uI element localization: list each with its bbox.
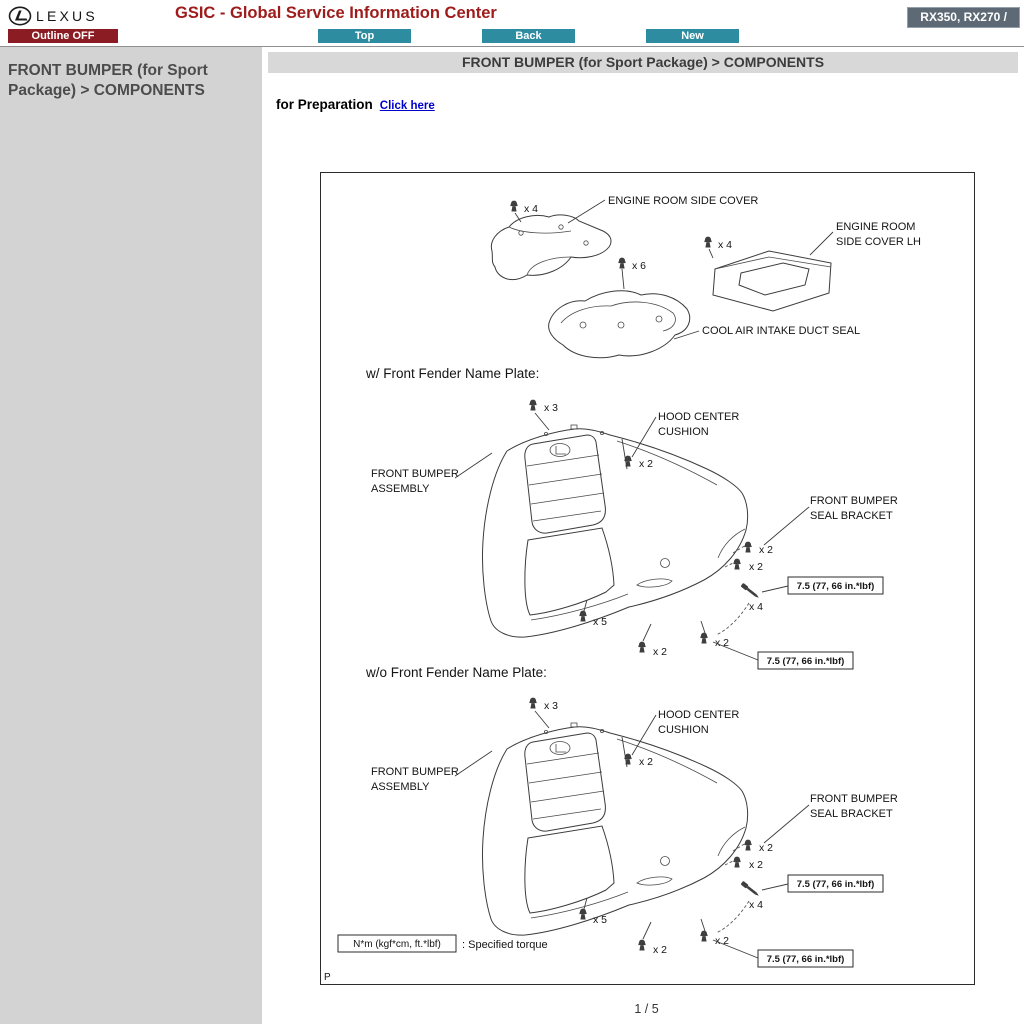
engine-room-side-cover-lh-part [712,250,832,312]
components-diagram-frame: x 4 x 6 x 4 ENGINE ROOM SIDE COVER ENGIN… [320,172,975,985]
fastener-count: x 4 [524,203,538,215]
torque-spec-box [757,651,854,670]
fastener-count: x 5 [593,616,607,628]
brand-wordmark: LEXUS [36,8,98,24]
preparation-row: for Preparation Click here [276,97,435,112]
diagram-page-marker: P [324,972,331,983]
torque-legend: N*m (kgf*cm, ft.*lbf) : Specified torque [337,934,548,953]
fastener-count: x 2 [749,561,763,573]
fastener-count: x 2 [653,646,667,658]
torque-spec-box [787,576,884,595]
clip-icon [529,399,537,411]
new-button[interactable]: New [646,29,739,43]
front-bumper-assembly-part [481,424,749,638]
part-label-front-bumper-seal-bracket: SEAL BRACKET [810,510,893,522]
screw-icon [740,582,761,600]
section-heading-with-plate: w/ Front Fender Name Plate: [365,366,539,381]
sidebar: FRONT BUMPER (for Sport Package) > COMPO… [0,47,262,1024]
fastener-count: x 2 [639,458,653,470]
components-diagram: x 4 x 6 x 4 ENGINE ROOM SIDE COVER ENGIN… [324,195,921,983]
clip-icon [704,236,712,248]
fastener-count: x 6 [632,260,646,272]
page-indicator: 1 / 5 [634,1002,659,1016]
back-button[interactable]: Back [482,29,575,43]
part-label-engine-room-side-cover-lh: ENGINE ROOM [836,221,915,233]
engine-room-covers-section: x 4 x 6 x 4 ENGINE ROOM SIDE COVER ENGIN… [490,195,921,359]
torque-spec: 7.5 (77, 66 in.*lbf) [767,656,845,667]
page-title: FRONT BUMPER (for Sport Package) > COMPO… [268,52,1018,73]
clip-icon [638,641,646,653]
part-label-engine-room-side-cover: ENGINE ROOM SIDE COVER [608,195,758,207]
lexus-logo-icon [8,6,32,26]
outline-off-button[interactable]: Outline OFF [8,29,118,43]
clip-icon [744,541,752,553]
part-label-front-bumper-seal-bracket: FRONT BUMPER [810,495,898,507]
torque-spec: 7.5 (77, 66 in.*lbf) [797,581,875,592]
preparation-click-here-link[interactable]: Click here [379,100,435,112]
part-label-front-bumper-assembly: ASSEMBLY [371,483,430,495]
engine-room-side-cover-part [490,214,612,280]
clip-icon [733,558,741,570]
part-label-cool-air-intake-duct-seal: COOL AIR INTAKE DUCT SEAL [702,325,860,337]
top-button[interactable]: Top [318,29,411,43]
cool-air-intake-duct-seal-part [548,290,691,359]
app-title: GSIC - Global Service Information Center [175,4,497,22]
torque-legend-desc: : Specified torque [462,939,548,951]
part-label-hood-center-cushion: CUSHION [658,426,709,438]
sidebar-section-title: FRONT BUMPER (for Sport Package) > COMPO… [8,62,208,100]
part-label-hood-center-cushion: HOOD CENTER [658,411,739,423]
model-badge: RX350, RX270 / [907,7,1020,28]
fastener-count: x 4 [749,601,763,613]
app-header: LEXUS GSIC - Global Service Information … [0,0,1024,47]
clip-icon [700,632,708,644]
bumper-diagram-with-plate: x 3 HOOD CENTER CUSHION x 2 FRONT BUMPER… [371,399,898,670]
part-label-front-bumper-assembly: FRONT BUMPER [371,468,459,480]
clip-icon [510,200,518,212]
bumper-diagram-without-plate [371,698,898,967]
lexus-logo: LEXUS [8,3,118,34]
preparation-label: for Preparation [276,97,373,112]
clip-icon [618,257,626,269]
fastener-count: x 2 [759,544,773,556]
fastener-count: x 3 [544,402,558,414]
torque-legend-unit: N*m (kgf*cm, ft.*lbf) [353,939,441,950]
fastener-count: x 4 [718,239,732,251]
section-heading-without-plate: w/o Front Fender Name Plate: [365,665,547,680]
fastener-count: x 2 [715,637,729,649]
part-label-engine-room-side-cover-lh: SIDE COVER LH [836,236,921,248]
